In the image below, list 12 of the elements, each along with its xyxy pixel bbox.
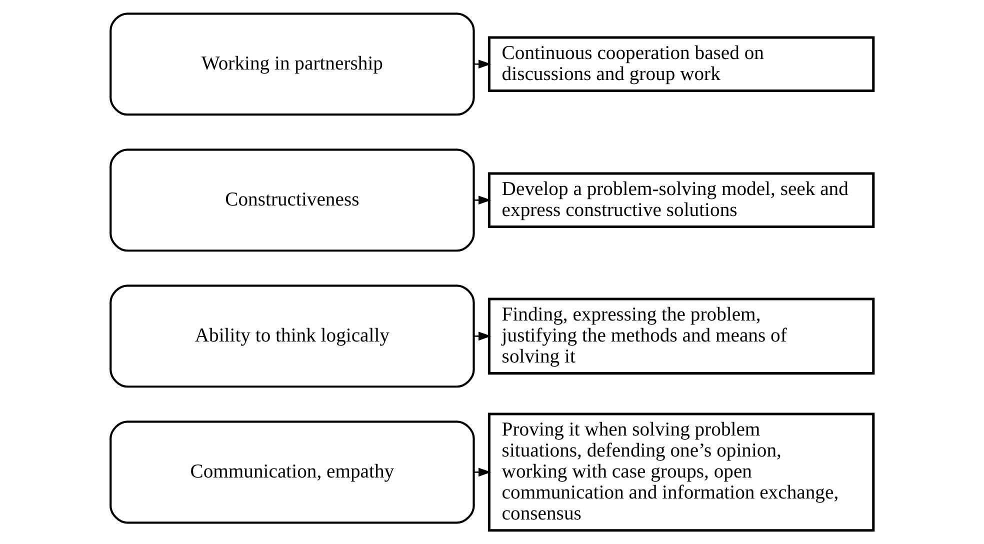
- arrow: [474, 60, 492, 69]
- arrow: [474, 332, 492, 341]
- node-box: Working in partnership: [110, 12, 475, 116]
- node-box: Develop a problem-solving model, seek and express constructive solutions: [488, 172, 875, 228]
- node-box: Constructiveness: [110, 148, 475, 252]
- node-box: Proving it when solving problem situations, defending one’s opinion, working with case groups, open communication and information exchange, consensus: [488, 412, 875, 532]
- node-box: Ability to think logically: [110, 284, 475, 388]
- node-box: Finding, expressing the problem, justifying the methods and means of solving it: [488, 298, 875, 375]
- node-box: Communication, empathy: [110, 420, 475, 524]
- node-box: Continuous cooperation based on discussions and group work: [488, 36, 875, 92]
- arrow: [474, 196, 492, 205]
- arrow: [474, 468, 492, 477]
